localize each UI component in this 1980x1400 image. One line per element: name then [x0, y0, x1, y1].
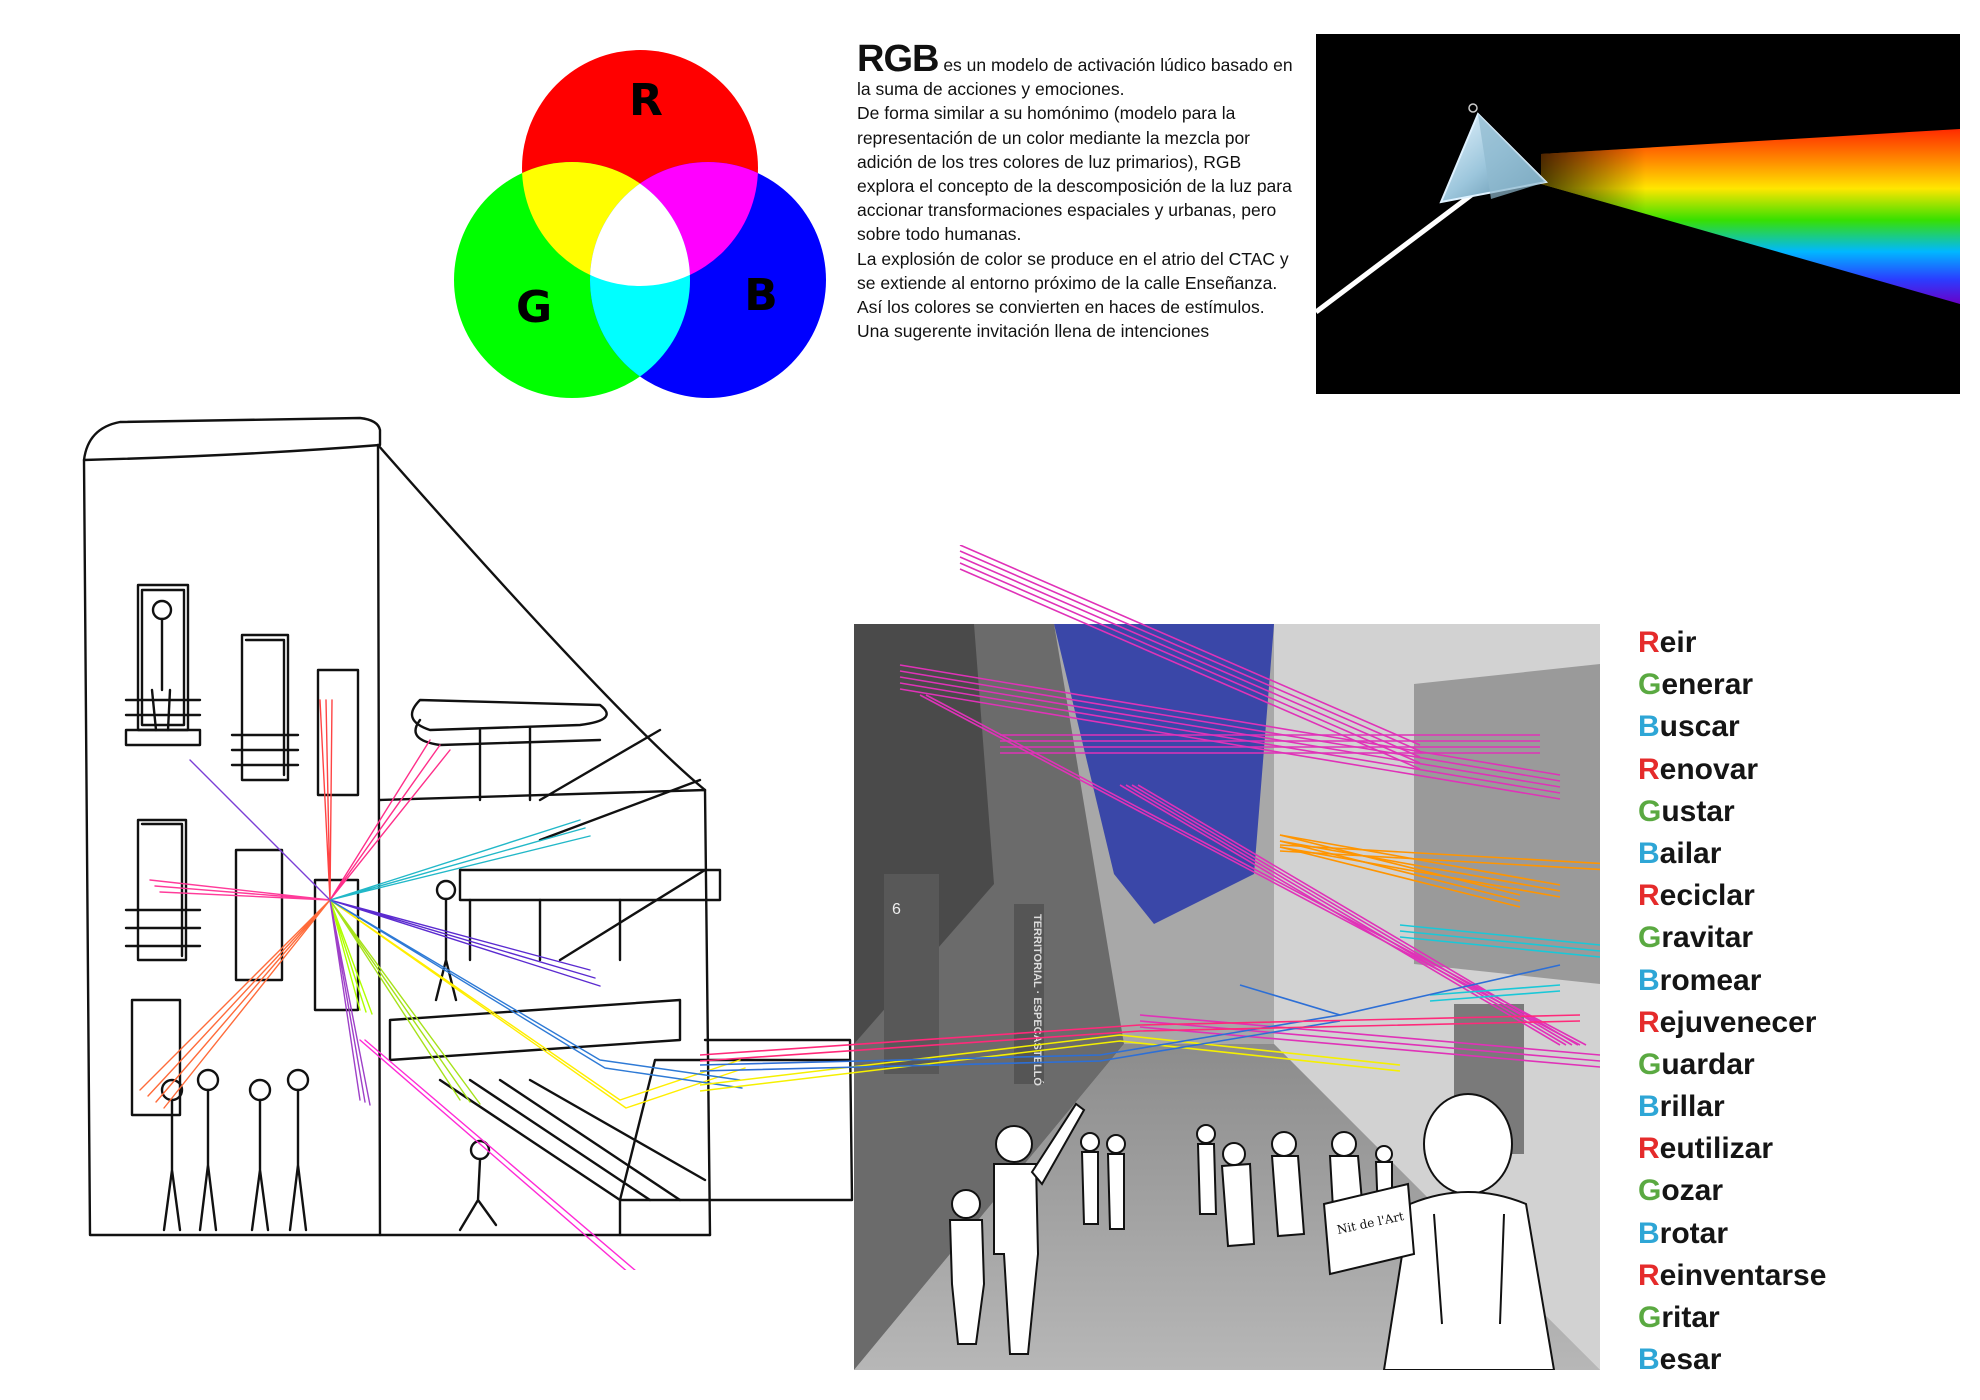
magenta-beams: [899, 545, 1600, 1068]
light-beams-street: [700, 545, 1600, 1092]
verb-rest: ravitar: [1661, 921, 1754, 955]
verb-initial: B: [1638, 710, 1660, 744]
sky: [1054, 624, 1274, 924]
light-beams-sketch: [139, 699, 746, 1270]
verb-item: Gravitar: [1638, 917, 1826, 959]
verb-item: Buscar: [1638, 706, 1826, 748]
verb-initial: R: [1638, 1132, 1660, 1166]
verb-initial: G: [1638, 794, 1662, 828]
verb-item: Guardar: [1638, 1044, 1826, 1086]
group-figures: [1080, 1124, 1393, 1248]
verb-rest: enerar: [1661, 668, 1754, 702]
verb-rest: eir: [1659, 626, 1697, 659]
banner: TERRITORIAL · ESPECASTELLÓ: [1014, 904, 1044, 1086]
sketch-people: [150, 599, 498, 1232]
verb-initial: B: [1638, 1090, 1660, 1124]
verb-initial: R: [1638, 1005, 1660, 1039]
verb-rest: einventarse: [1659, 1258, 1827, 1292]
street-people: Nit de l'Art: [948, 1093, 1556, 1370]
verb-initial: B: [1638, 963, 1660, 997]
rgb-venn-diagram: R G B: [454, 50, 826, 398]
verb-item: Gozar: [1638, 1170, 1826, 1212]
intro-paragraph-2: La explosión de color se produce en el a…: [857, 248, 1289, 293]
cyan-beams: [1399, 924, 1600, 1002]
intro-paragraph-3: Así los colores se convierten en haces d…: [857, 297, 1265, 342]
building-sketch: [82, 416, 854, 1270]
verb-initial: B: [1638, 1216, 1660, 1250]
verb-initial: R: [1638, 879, 1660, 913]
verb-item: Besar: [1638, 1339, 1826, 1381]
door-number: 6: [892, 901, 901, 918]
verb-rest: rillar: [1659, 1090, 1725, 1124]
verb-item: Bailar: [1638, 833, 1826, 875]
verb-rest: ailar: [1659, 836, 1722, 870]
verb-item: Generar: [1638, 664, 1826, 706]
verb-item: Reinventarse: [1638, 1255, 1826, 1297]
person-pointing: [993, 1102, 1086, 1355]
verb-item: Gustar: [1638, 791, 1826, 833]
person-with-sign: Nit de l'Art: [1322, 1093, 1556, 1370]
verb-item: Renovar: [1638, 749, 1826, 791]
rgb-heading: RGB: [857, 38, 939, 80]
child-figure: [948, 1189, 986, 1345]
stairs: [388, 698, 722, 1202]
yellow-beams: [700, 1034, 1401, 1092]
intro-paragraph-1: De forma similar a su homónimo (modelo p…: [857, 103, 1292, 245]
verb-rest: rotar: [1659, 1216, 1729, 1250]
pink-beams: [700, 1014, 1581, 1062]
label-b: B: [744, 270, 778, 321]
verb-rest: eutilizar: [1659, 1132, 1774, 1166]
verb-initial: G: [1638, 1174, 1662, 1208]
white-light-beam: [1316, 182, 1488, 314]
intro-text: RGB es un modelo de activación lúdico ba…: [857, 38, 1297, 343]
verb-initial: B: [1638, 836, 1660, 870]
verb-rest: romear: [1659, 963, 1762, 997]
verb-rest: enovar: [1659, 752, 1759, 786]
label-g: G: [516, 282, 552, 333]
label-r: R: [629, 75, 663, 126]
verb-item: Reciclar: [1638, 875, 1826, 917]
verb-initial: B: [1638, 1343, 1660, 1377]
sign-card: [1322, 1182, 1416, 1276]
intro-lead: RGB es un modelo de activación lúdico ba…: [857, 38, 1293, 100]
verb-rest: ustar: [1661, 794, 1735, 828]
verb-item: Reir: [1638, 622, 1826, 664]
verb-initial: G: [1638, 668, 1662, 702]
verb-rest: eciclar: [1659, 879, 1755, 913]
verb-initial: R: [1638, 752, 1660, 786]
building-outline: [82, 416, 854, 1237]
verb-initial: G: [1638, 921, 1662, 955]
verb-rest: uardar: [1661, 1047, 1755, 1081]
verb-initial: G: [1638, 1301, 1662, 1334]
windows: [124, 583, 360, 1117]
prism-image: [1316, 34, 1960, 394]
verb-rest: esar: [1659, 1343, 1722, 1377]
verb-initial: R: [1638, 1258, 1660, 1292]
verb-item: Brotar: [1638, 1213, 1826, 1255]
verb-item: Reutilizar: [1638, 1128, 1826, 1170]
verb-item: Brillar: [1638, 1086, 1826, 1128]
verb-item: Gritar: [1638, 1297, 1826, 1339]
orange-beams: [1279, 834, 1600, 908]
verb-rest: ritar: [1661, 1301, 1720, 1334]
verb-initial: R: [1638, 626, 1660, 659]
verb-rest: ejuvenecer: [1659, 1005, 1817, 1039]
svg-text:TERRITORIAL · ESPECASTELLÓ: TERRITORIAL · ESPECASTELLÓ: [1031, 914, 1044, 1086]
verb-rest: uscar: [1659, 710, 1740, 744]
verb-item: Rejuvenecer: [1638, 1002, 1826, 1044]
verb-item: Bromear: [1638, 960, 1826, 1002]
verb-rest: ozar: [1661, 1174, 1724, 1208]
verb-initial: G: [1638, 1047, 1662, 1081]
white-overlap: [590, 162, 690, 286]
